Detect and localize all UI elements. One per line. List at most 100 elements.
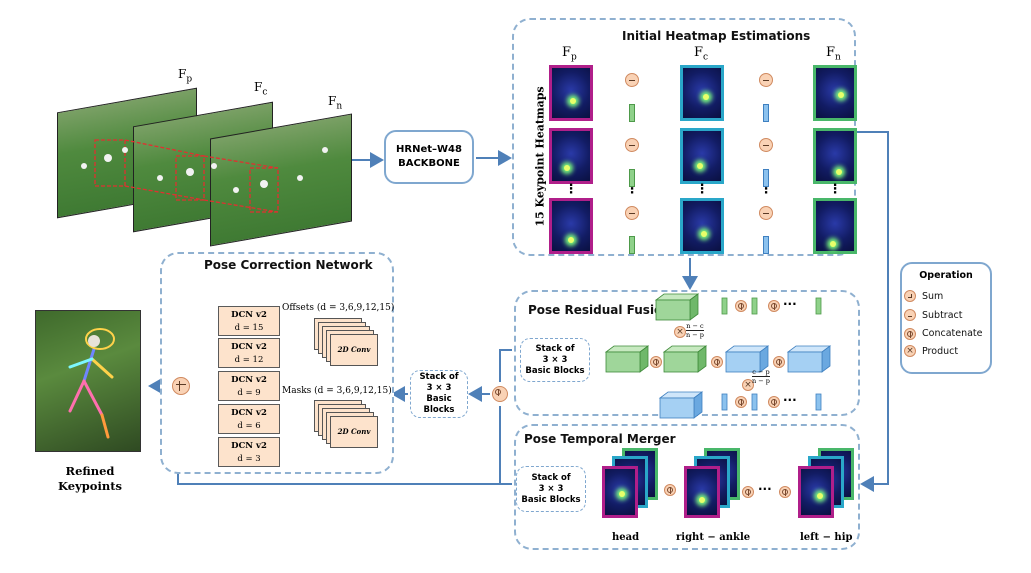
product-icon: ×: [742, 379, 754, 391]
heatmap-p-row3: [549, 198, 593, 254]
subtract-icon: [625, 138, 639, 152]
concatenate-icon: [904, 328, 916, 340]
pose-residual-title: Pose Residual Fusion: [528, 303, 671, 317]
green-feature-cube: [654, 293, 700, 321]
heatmap-col-label-c: Fc: [694, 45, 709, 63]
residual-bar-green: [629, 169, 635, 187]
dcn-block-9: DCN v2 d = 9: [218, 371, 280, 401]
heatmap-c-row2: [680, 128, 724, 184]
concatenate-icon: [779, 486, 791, 498]
heatmap-col-label-p: Fp: [562, 45, 577, 63]
heatmap-n-row1: [813, 65, 857, 121]
blue-feature-cube: [786, 345, 832, 373]
pose-correction-title: Pose Correction Network: [204, 258, 373, 272]
subtract-icon: [625, 73, 639, 87]
legend-subtract: Subtract: [922, 310, 963, 321]
ellipsis-n: ⋮: [828, 182, 842, 197]
merge-stack-block: Stack of 3 × 3 Basic Blocks: [410, 370, 468, 418]
dcn-block-6: DCN v2 d = 6: [218, 404, 280, 434]
stack-hip-front: [798, 466, 834, 518]
initial-heatmap-title: Initial Heatmap Estimations: [622, 29, 811, 43]
subtract-icon: [625, 206, 639, 220]
subtract-icon: [904, 309, 916, 321]
backbone-line2: BACKBONE: [398, 158, 460, 169]
legend-product: Product: [922, 346, 959, 357]
green-feature-cube: [662, 345, 708, 373]
masks-label: Masks (d = 3,6,9,12,15): [282, 386, 392, 396]
heatmap-c-row3: [680, 198, 724, 254]
residual-dots-top: ···: [783, 297, 797, 311]
blue-feature-cube: [724, 345, 770, 373]
label-head: head: [612, 532, 640, 543]
heatmap-c-row1: [680, 65, 724, 121]
sum-icon: [172, 377, 190, 395]
heatmap-col-label-n: Fn: [826, 45, 841, 63]
stack-ankle-front: [684, 466, 720, 518]
temporal-stack-block: Stack of 3 × 3 Basic Blocks: [516, 466, 586, 512]
concatenate-icon: [735, 396, 747, 408]
label-left-hip: left − hip: [800, 532, 853, 543]
concatenate-icon: [735, 300, 747, 312]
conv-stack-offsets: 2D Conv: [314, 318, 384, 368]
concatenate-icon: [768, 396, 780, 408]
product-icon: ×: [904, 345, 916, 357]
backbone-block: HRNet–W48 BACKBONE: [384, 130, 474, 184]
refined-output-image: [35, 310, 141, 452]
fraction-2: c − p n − p: [752, 368, 770, 385]
concatenate-icon: [773, 356, 785, 368]
frame-label-c: Fc: [254, 80, 268, 98]
legend-title: Operation: [919, 270, 973, 281]
concatenate-icon: [650, 356, 662, 368]
refined-label: Refined Keypoints: [58, 464, 122, 493]
ellipsis-p: ⋮: [564, 182, 578, 197]
dcn-block-12: DCN v2 d = 12: [218, 338, 280, 368]
pose-temporal-title: Pose Temporal Merger: [524, 432, 676, 446]
residual-bar-green: [629, 104, 635, 122]
dcn-block-15: DCN v2 d = 15: [218, 306, 280, 336]
concatenate-icon: [742, 486, 754, 498]
residual-bar-blue: [763, 104, 769, 122]
residual-dots-bottom: ···: [783, 393, 797, 407]
sum-icon: [904, 290, 916, 302]
backbone-line1: HRNet–W48: [396, 144, 462, 155]
ellipsis-diff-right: ⋮: [759, 182, 773, 197]
subtract-icon: [759, 138, 773, 152]
temporal-dots: ···: [758, 482, 772, 496]
offsets-label: Offsets (d = 3,6,9,12,15): [282, 303, 395, 313]
blue-feature-cube: [658, 391, 704, 419]
frame-label-n: Fn: [328, 94, 343, 112]
conv-label: 2D Conv: [330, 416, 378, 448]
frame-label-p: Fp: [178, 67, 193, 85]
green-feature-cube: [604, 345, 650, 373]
concatenate-icon: [711, 356, 723, 368]
dcn-block-3: DCN v2 d = 3: [218, 437, 280, 467]
residual-bar-blue: [763, 169, 769, 187]
fraction-1: n − c n − p: [686, 322, 704, 339]
subtract-icon: [759, 73, 773, 87]
ellipsis-c: ⋮: [695, 182, 709, 197]
concatenate-icon: [768, 300, 780, 312]
refined-skeleton: [68, 328, 115, 439]
residual-bar-blue: [763, 236, 769, 254]
concatenate-icon: [664, 484, 676, 496]
residual-bar-green: [629, 236, 635, 254]
conv-stack-masks: 2D Conv: [314, 400, 384, 450]
legend-sum: Sum: [922, 291, 944, 302]
operation-legend: [900, 262, 992, 374]
heatmap-n-row2: [813, 128, 857, 184]
heatmap-n-row3: [813, 198, 857, 254]
heatmap-p-row1: [549, 65, 593, 121]
subtract-icon: [759, 206, 773, 220]
heatmap-p-row2: [549, 128, 593, 184]
residual-stack-block: Stack of 3 × 3 Basic Blocks: [520, 338, 590, 382]
product-icon: ×: [674, 326, 686, 338]
legend-concatenate: Concatenate: [922, 328, 983, 339]
ellipsis-diff-left: ⋮: [625, 182, 639, 197]
conv-label: 2D Conv: [330, 334, 378, 366]
stack-head-front: [602, 466, 638, 518]
label-right-ankle: right − ankle: [676, 532, 751, 543]
concatenate-icon: [492, 386, 508, 402]
